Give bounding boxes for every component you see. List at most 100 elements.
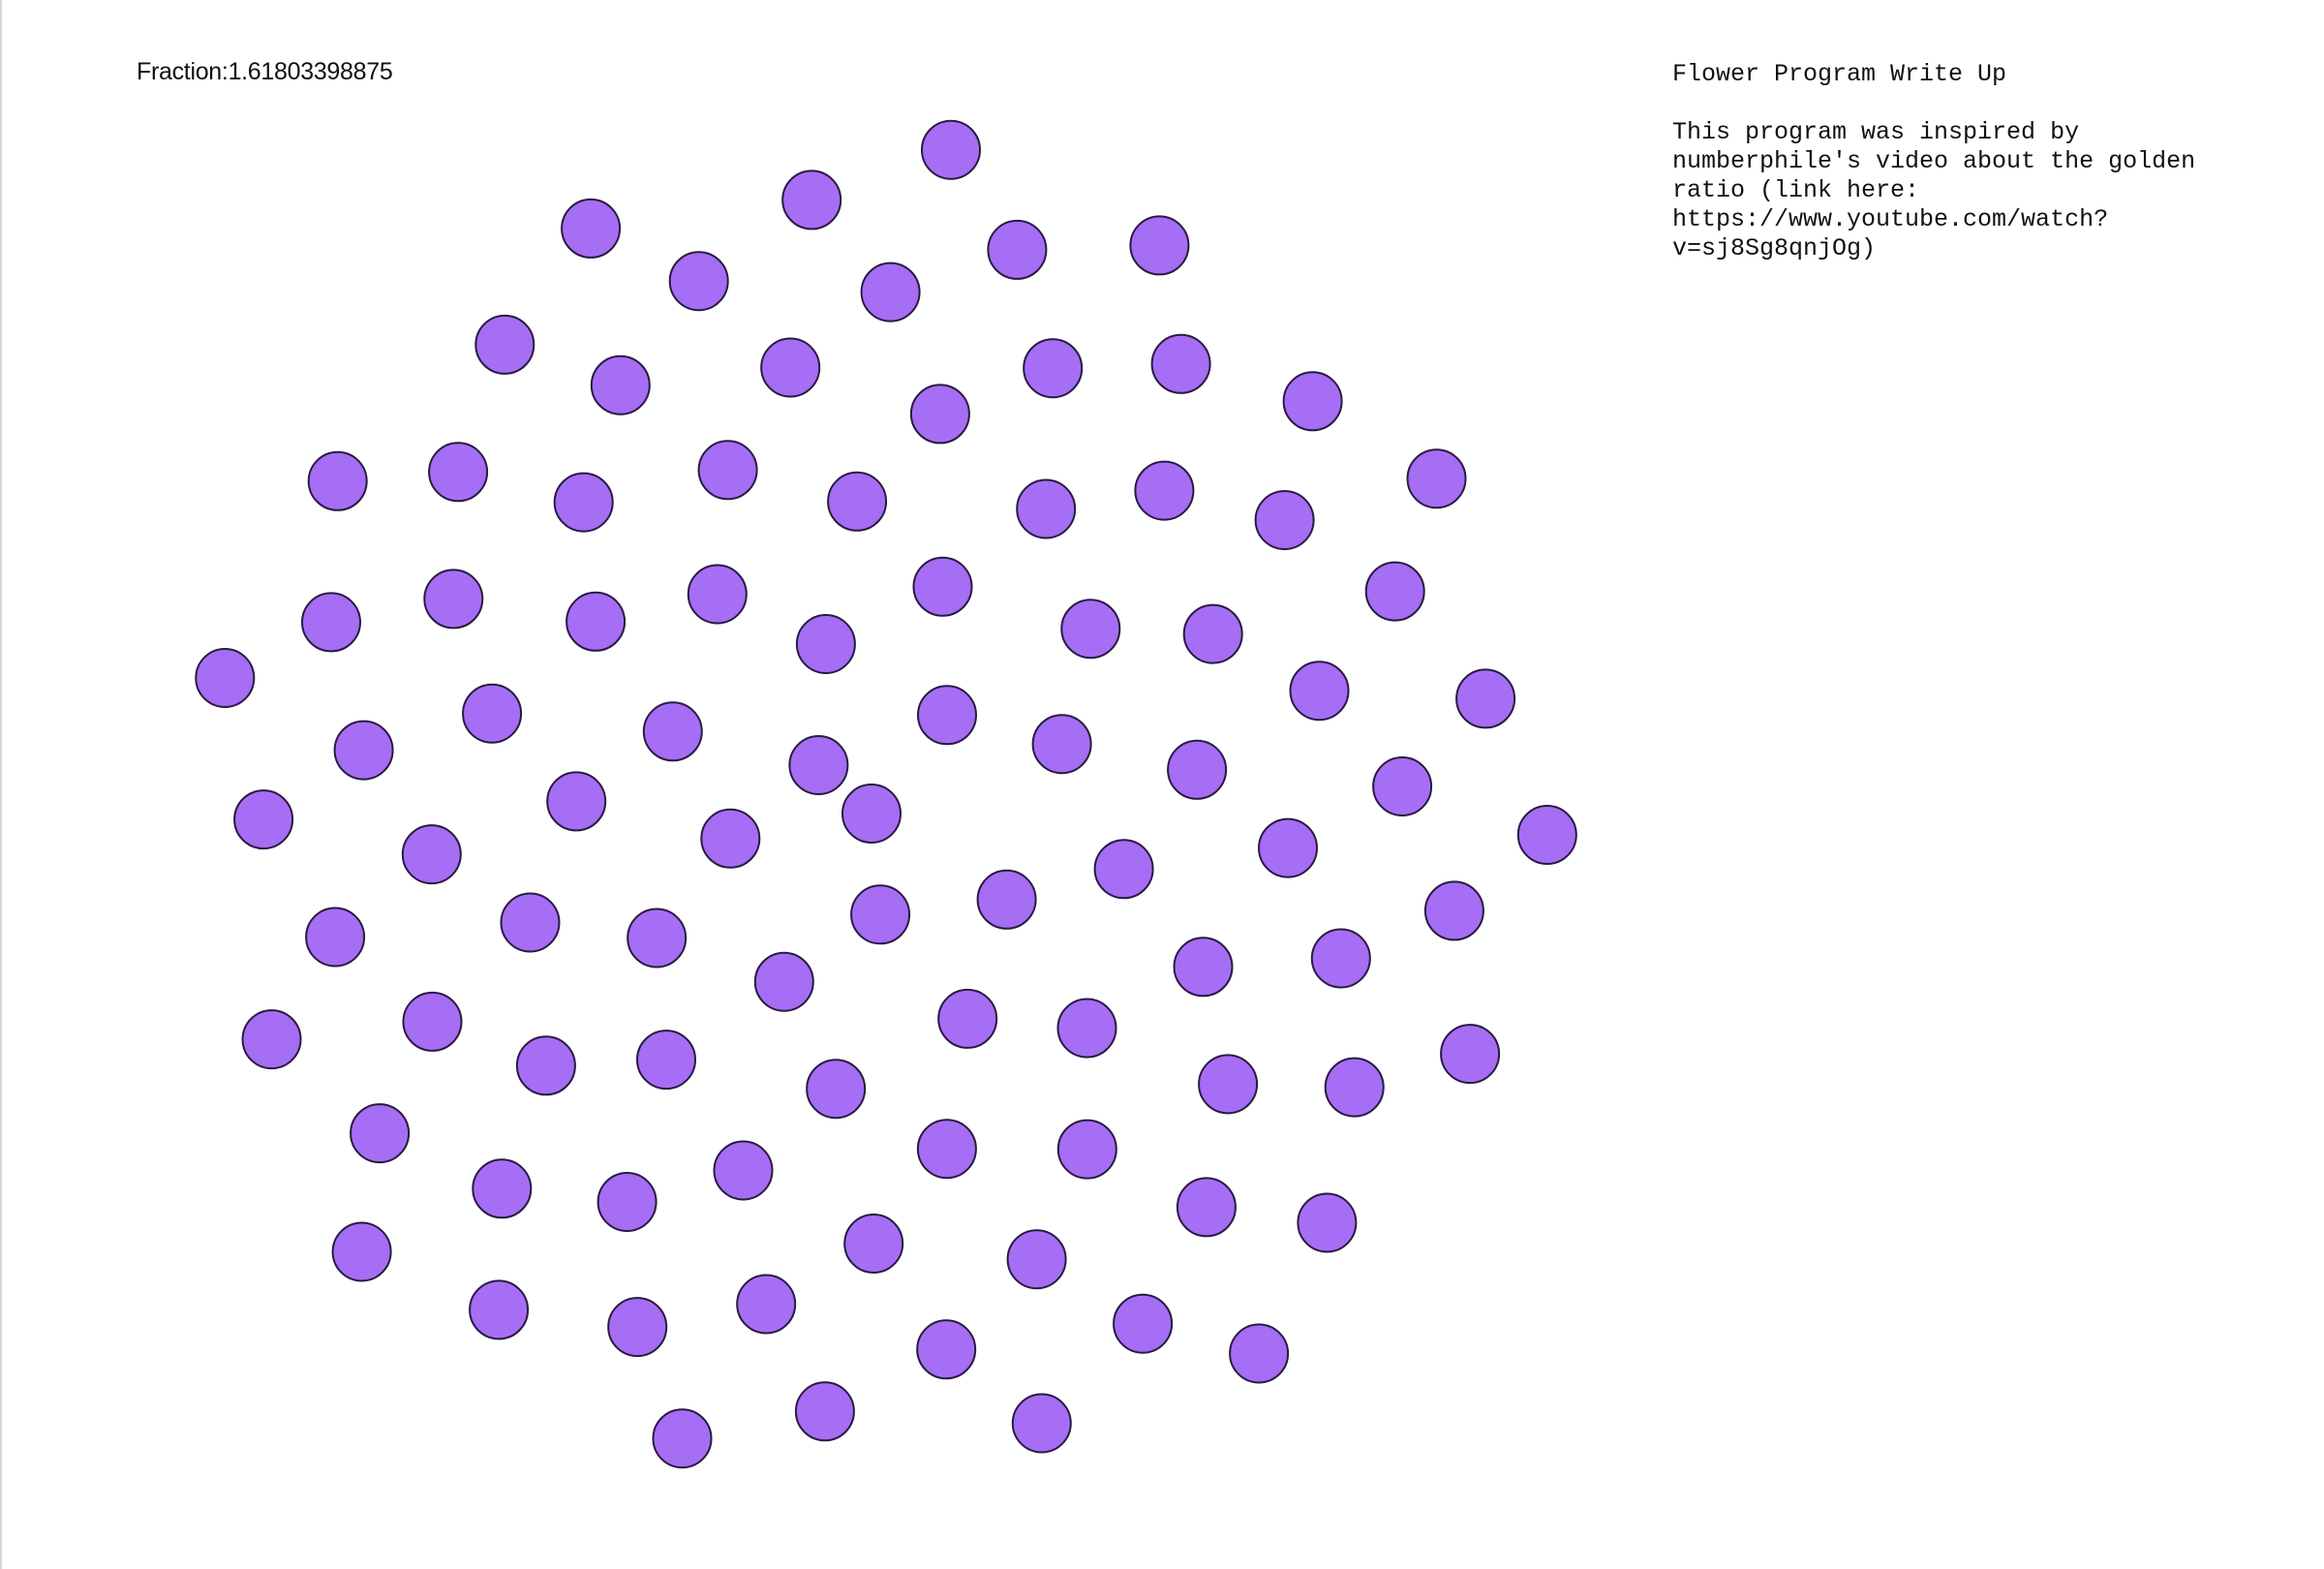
flower-seed xyxy=(561,198,622,259)
flower-seed xyxy=(753,951,814,1012)
flower-seed xyxy=(806,1059,867,1120)
flower-seed xyxy=(700,808,761,869)
flower-seed xyxy=(1023,338,1084,399)
flower-seed xyxy=(401,824,462,885)
flower-seed xyxy=(860,262,921,323)
flower-seed xyxy=(976,869,1037,930)
flower-seed xyxy=(607,1297,668,1358)
flower-seed xyxy=(1455,668,1516,729)
flower-seed xyxy=(1198,1054,1259,1115)
flower-seed xyxy=(1016,478,1077,539)
flower-seed xyxy=(307,450,368,511)
flower-seed xyxy=(1176,1177,1237,1238)
flower-seed xyxy=(843,1214,904,1274)
flower-seed xyxy=(827,471,888,532)
flower-seed xyxy=(1167,739,1228,800)
flower-seed xyxy=(850,884,911,945)
flower-seed xyxy=(713,1140,774,1201)
flower-seed xyxy=(195,648,256,708)
flower-seed xyxy=(1372,756,1433,816)
writeup-line: numberphile's video about the golden xyxy=(1672,147,2196,175)
flower-seed xyxy=(909,384,970,445)
flower-seed xyxy=(305,907,366,968)
flower-seed xyxy=(1093,839,1154,900)
flower-seed xyxy=(668,251,729,312)
flower-seed xyxy=(916,1119,977,1180)
flower-seed xyxy=(1364,561,1425,622)
flower-seed xyxy=(937,988,998,1049)
flower-seed xyxy=(636,1030,696,1091)
flower-seed xyxy=(627,908,688,969)
flower-seed xyxy=(1289,661,1350,722)
flower-seed xyxy=(788,735,849,795)
flower-seed xyxy=(1113,1293,1174,1354)
flower-seed xyxy=(1134,460,1195,521)
flower-seed xyxy=(912,556,973,617)
flower-seed xyxy=(241,1009,302,1070)
writeup-line: ratio (link here: xyxy=(1672,176,1920,204)
flower-seed xyxy=(1182,603,1243,664)
flower-seed xyxy=(515,1035,576,1096)
flower-seed xyxy=(423,569,484,630)
flower-seed xyxy=(566,591,627,652)
fraction-value: 1.61803398875 xyxy=(228,58,393,85)
flower-seed xyxy=(781,169,842,231)
flower-seed xyxy=(500,892,561,953)
flower-seed xyxy=(402,991,463,1052)
flower-seed xyxy=(1440,1024,1501,1085)
flower-seed xyxy=(987,219,1048,280)
flower-seed xyxy=(1006,1229,1067,1290)
flower-seed xyxy=(1324,1057,1385,1118)
writeup-panel: Flower Program Write Up This program was… xyxy=(1672,60,2292,263)
flower-seed xyxy=(1423,880,1484,941)
flower-seed xyxy=(760,337,821,398)
flower-seed xyxy=(1258,817,1318,878)
flower-seed xyxy=(333,720,394,781)
flower-seed xyxy=(1173,937,1234,998)
writeup-title: Flower Program Write Up xyxy=(1672,60,2007,88)
flower-seed xyxy=(301,592,361,653)
flower-seed xyxy=(921,119,981,180)
flower-seed xyxy=(1310,928,1371,989)
flower-seed xyxy=(1254,490,1315,550)
writeup-spacer xyxy=(1672,89,2292,118)
fraction-label: Fraction: xyxy=(137,58,229,85)
flower-seed xyxy=(697,440,758,501)
flower-seed xyxy=(553,472,614,533)
flower-seed xyxy=(916,1319,977,1380)
flower-seed xyxy=(472,1158,533,1219)
flower-seed xyxy=(469,1279,530,1340)
flower-seed xyxy=(1406,448,1467,509)
flower-seed xyxy=(233,789,294,850)
flower-seed xyxy=(652,1408,713,1469)
flower-seed xyxy=(1297,1192,1358,1253)
fraction-readout: Fraction:1.61803398875 xyxy=(137,58,393,86)
flower-seed xyxy=(331,1221,392,1282)
flower-seed xyxy=(642,701,703,762)
flower-seed xyxy=(687,564,748,625)
flower-seed xyxy=(596,1172,657,1232)
flower-seed xyxy=(1011,1393,1072,1454)
flower-seed xyxy=(736,1274,797,1335)
writeup-line: v=sj8Sg8qnjOg) xyxy=(1672,234,1877,262)
flower-seed xyxy=(462,683,523,744)
flower-seed xyxy=(841,784,902,844)
writeup-line: https://www.youtube.com/watch? xyxy=(1672,205,2109,233)
flower-seed xyxy=(590,354,651,415)
flower-seed xyxy=(1060,599,1121,660)
flower-seed xyxy=(917,685,977,746)
flower-seed xyxy=(1031,714,1092,775)
flower-seed xyxy=(1056,1119,1117,1180)
flower-seed xyxy=(1282,371,1343,432)
flower-seed xyxy=(546,771,607,832)
flower-seed xyxy=(350,1103,411,1164)
flower-seed xyxy=(474,314,535,375)
flower-seed xyxy=(1056,998,1117,1059)
flower-seed xyxy=(1129,215,1190,276)
flower-seed xyxy=(794,1381,855,1442)
flower-seed xyxy=(1150,333,1211,394)
flower-seed xyxy=(1229,1323,1290,1384)
flower-seed xyxy=(428,442,489,503)
writeup-line: This program was inspired by xyxy=(1672,118,2080,146)
